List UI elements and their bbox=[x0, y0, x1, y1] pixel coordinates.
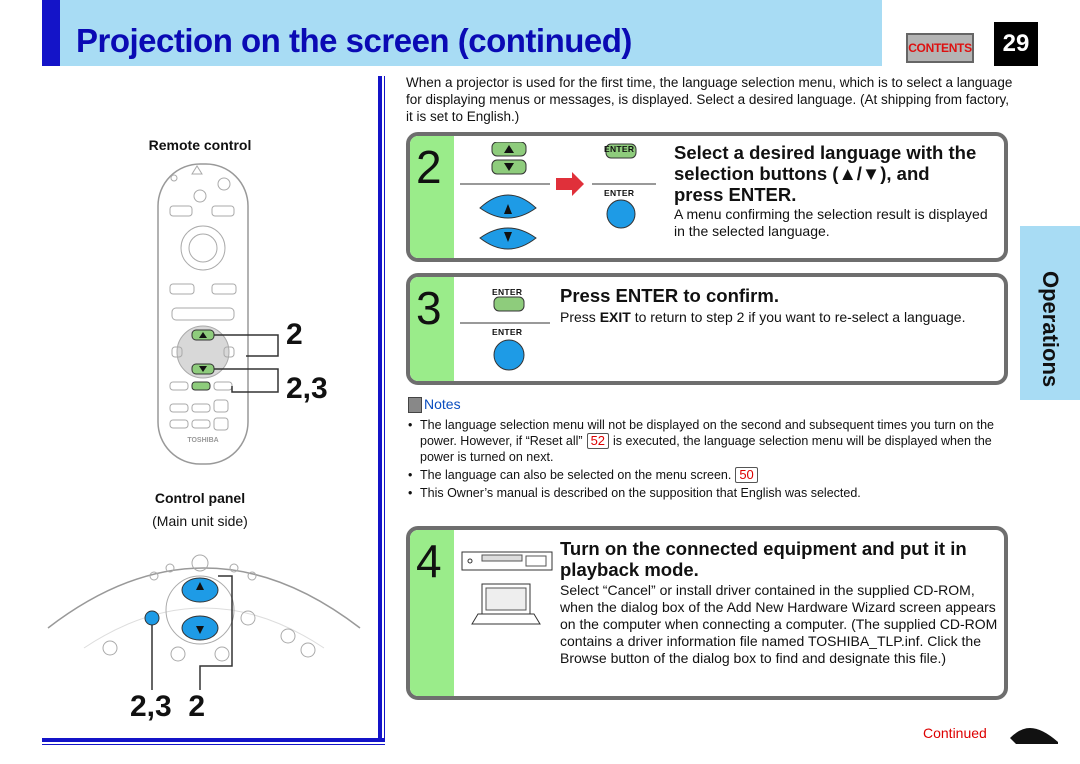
control-panel-illustration bbox=[47, 554, 361, 690]
step-4-title: Turn on the connected equipment and put … bbox=[560, 538, 967, 580]
notes-list: The language selection menu will not be … bbox=[406, 417, 1016, 503]
step-4-title-line-2: playback mode. bbox=[560, 559, 699, 580]
remote-control-illustration: TOSHIBA bbox=[157, 163, 279, 465]
note-text: This Owner’s manual is described on the … bbox=[420, 486, 861, 500]
step-4-box: 4 Turn on the connected equipment and pu… bbox=[406, 526, 1008, 700]
step-3-box: 3 ENTER ENTER Press ENTER to confirm. Pr… bbox=[406, 273, 1008, 385]
footer-rule bbox=[42, 738, 385, 742]
note-item: The language can also be selected on the… bbox=[406, 467, 1016, 483]
step-3-body-pre: Press bbox=[560, 309, 600, 325]
note-text: The language selection menu will not be … bbox=[420, 418, 994, 448]
contents-button[interactable]: CONTENTS bbox=[906, 33, 974, 63]
step-3-body: Press EXIT to return to step 2 if you wa… bbox=[560, 309, 980, 326]
step-4-body: Select “Cancel” or install driver contai… bbox=[560, 582, 998, 666]
note-item: The language selection menu will not be … bbox=[406, 417, 1016, 465]
step-3-body-post: to return to step 2 if you want to re-se… bbox=[630, 309, 966, 325]
column-divider-thin bbox=[384, 76, 385, 738]
step-2-body: A menu confirming the selection result i… bbox=[674, 206, 988, 239]
page-number: 29 bbox=[994, 22, 1038, 66]
step-3-buttons-illustration bbox=[460, 296, 550, 371]
operations-side-tab[interactable] bbox=[1020, 226, 1080, 400]
step-2-title: Select a desired language with the selec… bbox=[674, 142, 976, 205]
step-3-title: Press ENTER to confirm. bbox=[560, 285, 779, 306]
footer-rule-thin bbox=[42, 744, 385, 745]
remote-callout-2: 2 bbox=[286, 318, 303, 351]
step-number-column bbox=[410, 530, 454, 696]
control-panel-sublabel: (Main unit side) bbox=[152, 513, 248, 529]
note-item: This Owner’s manual is described on the … bbox=[406, 485, 1016, 501]
header-band bbox=[42, 0, 882, 66]
page-ref-link[interactable]: 52 bbox=[586, 433, 610, 449]
page-ref-link[interactable]: 50 bbox=[735, 467, 758, 483]
step-2-title-line-3: press ENTER. bbox=[674, 184, 797, 205]
intro-text: When a projector is used for the first t… bbox=[406, 75, 1013, 124]
column-divider bbox=[378, 76, 382, 738]
enter-label-2: ENTER bbox=[604, 188, 635, 198]
enter-label: ENTER bbox=[604, 144, 635, 154]
enter-label: ENTER bbox=[492, 287, 523, 297]
step-number-column bbox=[410, 277, 454, 381]
notes-icon bbox=[408, 397, 422, 413]
exit-key-label: EXIT bbox=[599, 309, 631, 325]
step-number: 4 bbox=[416, 535, 442, 587]
step-2-title-line-2: selection buttons (▲/▼), and bbox=[674, 163, 930, 184]
step-4-title-line-1: Turn on the connected equipment and put … bbox=[560, 538, 967, 559]
page-title: Projection on the screen (continued) bbox=[76, 22, 632, 59]
svg-text:TOSHIBA: TOSHIBA bbox=[187, 437, 218, 444]
panel-callout: 2,3 2 bbox=[130, 690, 206, 723]
step-2-buttons-illustration bbox=[460, 142, 656, 250]
step-number-column bbox=[410, 136, 454, 258]
header-accent-bar bbox=[42, 0, 60, 66]
remote-callout-2-3: 2,3 bbox=[286, 372, 328, 405]
vcr-and-computer-icon bbox=[461, 551, 553, 625]
note-text: The language can also be selected on the… bbox=[420, 468, 732, 482]
remote-control-label: Remote control bbox=[148, 137, 252, 153]
operations-tab-label: Operations bbox=[1038, 271, 1063, 388]
step-number: 3 bbox=[416, 282, 442, 334]
enter-label-2: ENTER bbox=[492, 327, 523, 337]
note-text: is executed, the language selection menu… bbox=[420, 434, 992, 464]
step-number: 2 bbox=[416, 141, 442, 193]
step-2-box: 2 ENTER ENTER Select a desired language … bbox=[406, 132, 1008, 262]
continued-link[interactable]: Continued bbox=[923, 725, 987, 741]
control-panel-label: Control panel bbox=[154, 490, 246, 506]
continued-arrow-icon[interactable] bbox=[1010, 724, 1060, 744]
step-2-title-line-1: Select a desired language with the bbox=[674, 142, 977, 163]
notes-header: Notes bbox=[424, 396, 461, 412]
